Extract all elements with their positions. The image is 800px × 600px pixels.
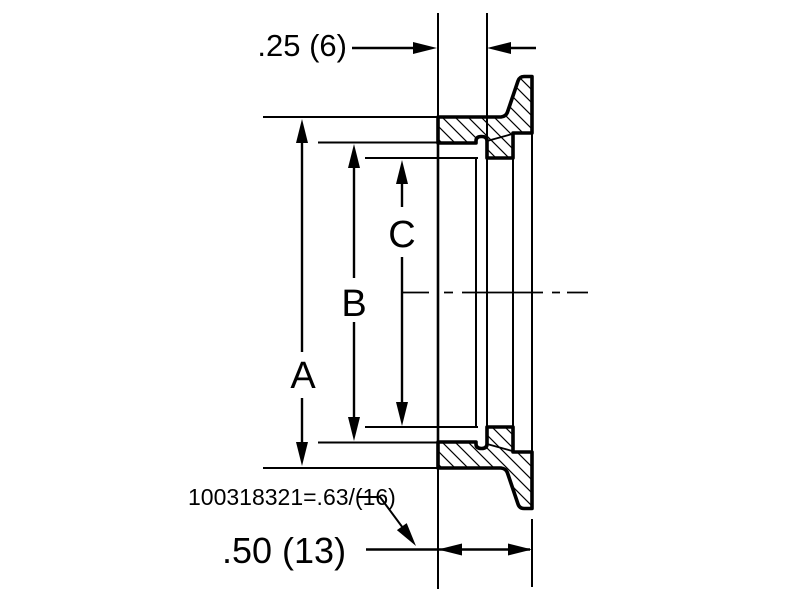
flange-body [436, 74, 534, 511]
dim-a-label: A [290, 355, 316, 397]
arrowhead-left-icon [487, 42, 511, 54]
note-leader-line [357, 496, 404, 529]
dimension-c: C [388, 160, 416, 426]
dimension-overall-length: .50 (13) [222, 530, 532, 571]
part-note-label: 100318321=.63/(16) [188, 484, 396, 510]
dim-socket-depth-label: .25 (6) [257, 28, 347, 63]
dim-b-label: B [341, 283, 366, 325]
dimension-socket-depth: .25 (6) [257, 28, 536, 63]
bore-chamfer-bottom [486, 443, 514, 453]
arrowhead-down-icon [296, 442, 308, 466]
dimension-b: B [341, 144, 367, 441]
arrowhead-left-icon [438, 543, 462, 556]
flange-lower-section [436, 425, 534, 511]
arrowhead-up-icon [348, 144, 360, 168]
arrowhead-down-icon [396, 402, 408, 426]
dim-c-label: C [388, 214, 415, 256]
part-note: 100318321=.63/(16) [188, 484, 416, 546]
arrowhead-right-icon [508, 543, 532, 556]
dimension-a: A [290, 119, 316, 466]
arrowhead-right-icon [413, 42, 437, 54]
dim-overall-length-label: .50 (13) [222, 530, 346, 571]
arrowhead-down-icon [348, 417, 360, 441]
bore-chamfer-top [486, 132, 514, 142]
arrowhead-up-icon [296, 119, 308, 143]
flange-upper-section [436, 74, 534, 160]
arrowhead-up-icon [396, 160, 408, 184]
arrowhead-diagonal-icon [396, 523, 416, 546]
